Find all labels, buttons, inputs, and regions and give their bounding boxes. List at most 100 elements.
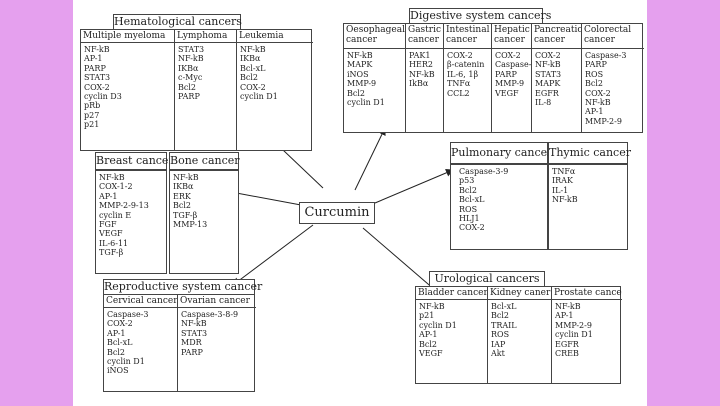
marker: IKBα	[173, 182, 194, 192]
marker: cyclin E	[99, 210, 132, 220]
marker: Bcl2	[173, 201, 192, 211]
column-header: Gastric cancer	[406, 24, 443, 49]
marker: cyclin D1	[240, 92, 278, 102]
diagram-canvas: Hematological cancers Multiple myeloma N…	[73, 0, 647, 406]
marker: PARP	[178, 92, 200, 102]
lymphoma-column: Lymphoma STAT3 NF-kB IKBα c-Myc Bcl2 PAR…	[175, 30, 237, 150]
pancreatic-column: Pancreatic cancer COX-2 NF-kB STAT3 MAPK…	[532, 24, 582, 132]
bone-cancer-title: Bone cancer	[169, 152, 240, 170]
marker: NF-kB	[240, 45, 266, 54]
marker: MAPK	[535, 79, 561, 89]
column-header: Multiple myeloma	[81, 30, 174, 43]
urological-group: Bladder cancer NF-kB p21 cyclin D1 AP-1 …	[415, 286, 622, 384]
marker: IRAK	[552, 176, 573, 186]
marker: Bcl-xL	[459, 195, 485, 205]
marker: MMP-2-9-13	[99, 201, 149, 211]
marker: AP-1	[99, 191, 118, 201]
reproductive-title: Reproductive system cancer	[103, 279, 263, 295]
marker: Caspase-3	[107, 310, 149, 319]
marker: COX-2	[585, 88, 611, 98]
marker: Caspase-3-8-9	[181, 310, 239, 319]
marker: COX-1-2	[99, 182, 133, 192]
colorectal-column: Colorectal cancer Caspase-3 PARP ROS Bcl…	[582, 24, 644, 132]
digestive-group: Oesophageal cancer NF-kB MAPK iNOS MMP-9…	[343, 23, 644, 133]
marker: CCL2	[447, 88, 470, 98]
marker: PARP	[585, 60, 607, 70]
multiple-myeloma-column: Multiple myeloma NF-kB AP-1 PARP STAT3 C…	[81, 30, 175, 150]
arrow-to-reproductive	[232, 224, 314, 286]
marker: cyclin D3	[84, 92, 122, 102]
marker: AP-1	[84, 54, 103, 64]
marker: p21	[84, 120, 100, 130]
marker: Bcl2	[585, 79, 604, 89]
reproductive-group: Cervical cancer Caspase-3 COX-2 AP-1 Bcl…	[103, 294, 256, 392]
column-header: Oesophageal cancer	[344, 24, 405, 49]
breast-bone-group: Breast cancer Bone cancer NF-kB COX-1-2 …	[95, 152, 240, 274]
marker: cyclin D1	[419, 320, 457, 330]
marker: NF-kB	[347, 51, 373, 60]
breast-cancer-list: NF-kB COX-1-2 AP-1 MMP-2-9-13 cyclin E F…	[95, 170, 167, 274]
marker: COX-2	[84, 82, 110, 92]
marker: c-Myc	[178, 73, 203, 83]
marker: EGFR	[535, 88, 559, 98]
marker: NF-kB	[535, 60, 561, 70]
marker: STAT3	[84, 73, 111, 83]
bone-cancer-list: NF-kB IKBα ERK Bcl2 TGF-β MMP-13	[169, 170, 239, 274]
marker: NF-kB	[409, 69, 435, 79]
marker: p53	[459, 176, 475, 186]
marker: CREB	[555, 349, 579, 359]
marker: IKBα	[240, 54, 261, 64]
marker: ROS	[585, 69, 604, 79]
marker: Caspase-3-9	[459, 167, 509, 176]
pulmonary-thymic-group: Pulmonary cancer Thymic cancer Caspase-3…	[450, 142, 631, 250]
marker: Akt	[491, 349, 505, 359]
marker: Bcl2	[107, 347, 126, 357]
marker: IL-8	[535, 98, 552, 108]
marker: Bcl2	[240, 73, 259, 83]
arrow-to-bone	[230, 189, 302, 206]
marker: IKBα	[178, 63, 199, 73]
marker: pRb	[84, 101, 101, 111]
column-header: Intestinal cancer	[444, 24, 491, 49]
ovarian-column: Ovarian cancer Caspase-3-8-9 NF-kB STAT3…	[178, 295, 256, 391]
marker: Bcl-xL	[491, 302, 517, 311]
kidney-column: Kidney caner Bcl-xL Bcl2 TRAIL ROS IAP A…	[488, 287, 552, 383]
column-header: Prostate cancer	[552, 288, 622, 300]
marker: STAT3	[535, 69, 562, 79]
marker: COX-2	[495, 51, 521, 60]
marker: ROS	[459, 204, 478, 214]
marker: MDR	[181, 338, 202, 348]
marker: TGF-β	[99, 248, 124, 258]
pulmonary-cancer-list: Caspase-3-9 p53 Bcl2 Bcl-xL ROS HLJ1 COX…	[450, 164, 548, 250]
marker: iNOS	[107, 366, 129, 376]
marker: COX-2	[107, 319, 133, 329]
marker: IL-1	[552, 185, 569, 195]
marker: PAK1	[409, 51, 431, 60]
marker: IL-6, 1β	[447, 69, 479, 79]
marker: MMP-2-9	[555, 320, 592, 330]
marker: NF-kB	[84, 45, 110, 54]
marker: NF-kB	[552, 195, 578, 205]
hepatic-column: Hepatic cancer COX-2 Caspase-3 PARP MMP-…	[492, 24, 532, 132]
marker: PARP	[181, 347, 203, 357]
marker: NF-kB	[419, 302, 445, 311]
arrow-to-digestive	[354, 127, 386, 191]
curcumin-center: Curcumin	[299, 202, 375, 224]
marker: PARP	[495, 69, 517, 79]
marker: AP-1	[555, 311, 574, 321]
marker: PARP	[84, 63, 106, 73]
marker: p27	[84, 110, 100, 120]
marker: Bcl2	[459, 185, 478, 195]
prostate-column: Prostate cancer NF-kB AP-1 MMP-2-9 cycli…	[552, 287, 622, 383]
marker: COX-2	[240, 82, 266, 92]
cervical-column: Cervical cancer Caspase-3 COX-2 AP-1 Bcl…	[104, 295, 178, 391]
marker: Bcl-xL	[107, 338, 133, 348]
gastric-column: Gastric cancer PAK1 HER2 NF-kB IkBα	[406, 24, 444, 132]
marker: Bcl-xL	[240, 63, 266, 73]
marker: Bcl2	[491, 311, 510, 321]
marker: Bcl2	[347, 88, 366, 98]
marker: EGFR	[555, 339, 579, 349]
marker: HER2	[409, 60, 433, 70]
column-header: Colorectal cancer	[582, 24, 644, 49]
marker: Bcl2	[178, 82, 197, 92]
